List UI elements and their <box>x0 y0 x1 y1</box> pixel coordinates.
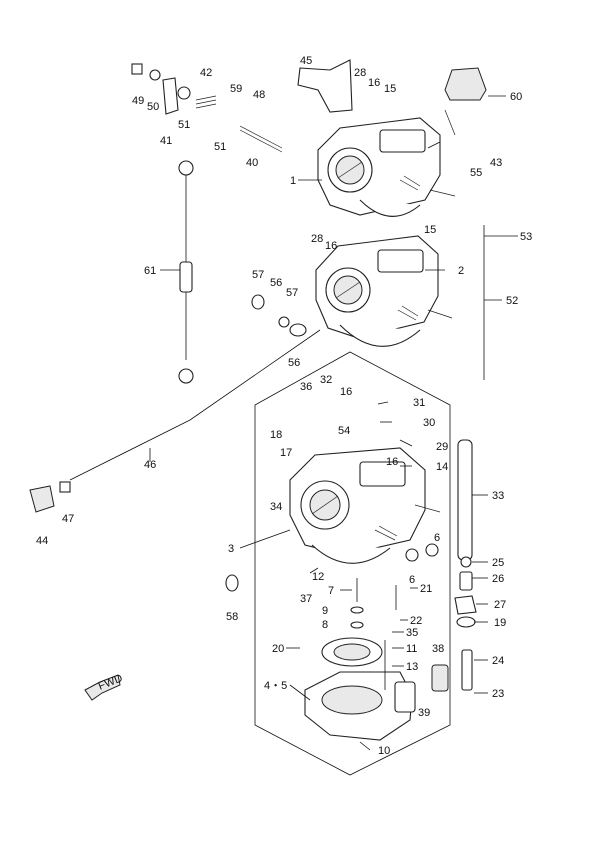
label-33: 33 <box>492 490 504 502</box>
label-6a: 6 <box>434 532 440 544</box>
label-23: 23 <box>492 688 504 700</box>
label-46: 46 <box>144 459 156 471</box>
label-19: 19 <box>494 617 506 629</box>
label-60: 60 <box>510 91 522 103</box>
label-27: 27 <box>494 599 506 611</box>
label-13: 13 <box>406 661 418 673</box>
label-57a: 57 <box>252 269 264 281</box>
float-bowl <box>304 637 416 741</box>
label-31: 31 <box>413 397 425 409</box>
label-58: 58 <box>226 611 238 623</box>
label-47: 47 <box>62 513 74 525</box>
carburetor-1 <box>317 117 456 217</box>
label-57b: 57 <box>286 287 298 299</box>
label-56b: 56 <box>288 357 300 369</box>
label-22: 22 <box>410 615 422 627</box>
carburetor-2 <box>315 235 453 347</box>
label-20: 20 <box>272 643 284 655</box>
label-41: 41 <box>160 135 172 147</box>
label-51b: 51 <box>214 141 226 153</box>
label-29: 29 <box>436 441 448 453</box>
leader-lines <box>149 95 518 751</box>
label-38: 38 <box>432 643 444 655</box>
fwd-arrow: FWD <box>84 672 124 701</box>
label-39: 39 <box>418 707 430 719</box>
label-55: 55 <box>470 167 482 179</box>
label-35: 35 <box>406 627 418 639</box>
label-26: 26 <box>492 573 504 585</box>
label-40: 40 <box>246 157 258 169</box>
label-1: 1 <box>290 175 296 187</box>
label-16a: 16 <box>368 77 380 89</box>
label-45: 45 <box>300 55 312 67</box>
label-14: 14 <box>436 461 448 473</box>
label-6b: 6 <box>409 574 415 586</box>
label-17: 17 <box>280 447 292 459</box>
label-43: 43 <box>490 157 502 169</box>
label-44: 44 <box>36 535 48 547</box>
label-37: 37 <box>300 593 312 605</box>
label-61: 61 <box>144 265 156 277</box>
label-12: 12 <box>312 571 324 583</box>
label-54: 54 <box>338 425 350 437</box>
assembly-outline <box>254 351 451 776</box>
label-52: 52 <box>506 295 518 307</box>
label-15a: 15 <box>384 83 396 95</box>
label-25: 25 <box>492 557 504 569</box>
label-50: 50 <box>147 101 159 113</box>
label-59: 59 <box>230 83 242 95</box>
parts-shapes <box>29 59 487 692</box>
label-48: 48 <box>253 89 265 101</box>
label-18: 18 <box>270 429 282 441</box>
label-2: 2 <box>458 265 464 277</box>
label-15b: 15 <box>424 224 436 236</box>
label-16d: 16 <box>386 456 398 468</box>
label-24: 24 <box>492 655 504 667</box>
label-16b: 16 <box>325 240 337 252</box>
label-36: 36 <box>300 381 312 393</box>
label-56a: 56 <box>270 277 282 289</box>
label-21: 21 <box>420 583 432 595</box>
label-32: 32 <box>320 374 332 386</box>
label-49: 49 <box>132 95 144 107</box>
label-42: 42 <box>200 67 212 79</box>
label-7: 7 <box>328 585 334 597</box>
label-28a: 28 <box>354 67 366 79</box>
label-11: 11 <box>406 643 417 655</box>
label-10: 10 <box>378 745 390 757</box>
label-3: 3 <box>228 543 234 555</box>
label-9: 9 <box>322 605 328 617</box>
label-30: 30 <box>423 417 435 429</box>
carburetor-3 <box>289 447 441 564</box>
label-16c: 16 <box>340 386 352 398</box>
label-34: 34 <box>270 501 282 513</box>
label-4-5: 4・5 <box>264 680 287 692</box>
label-53: 53 <box>520 231 532 243</box>
label-8: 8 <box>322 619 328 631</box>
label-28b: 28 <box>311 233 323 245</box>
callout-labels: 1 2 3 4・5 6 6 7 8 9 10 11 12 13 14 15 15… <box>36 55 532 757</box>
label-51a: 51 <box>178 119 190 131</box>
